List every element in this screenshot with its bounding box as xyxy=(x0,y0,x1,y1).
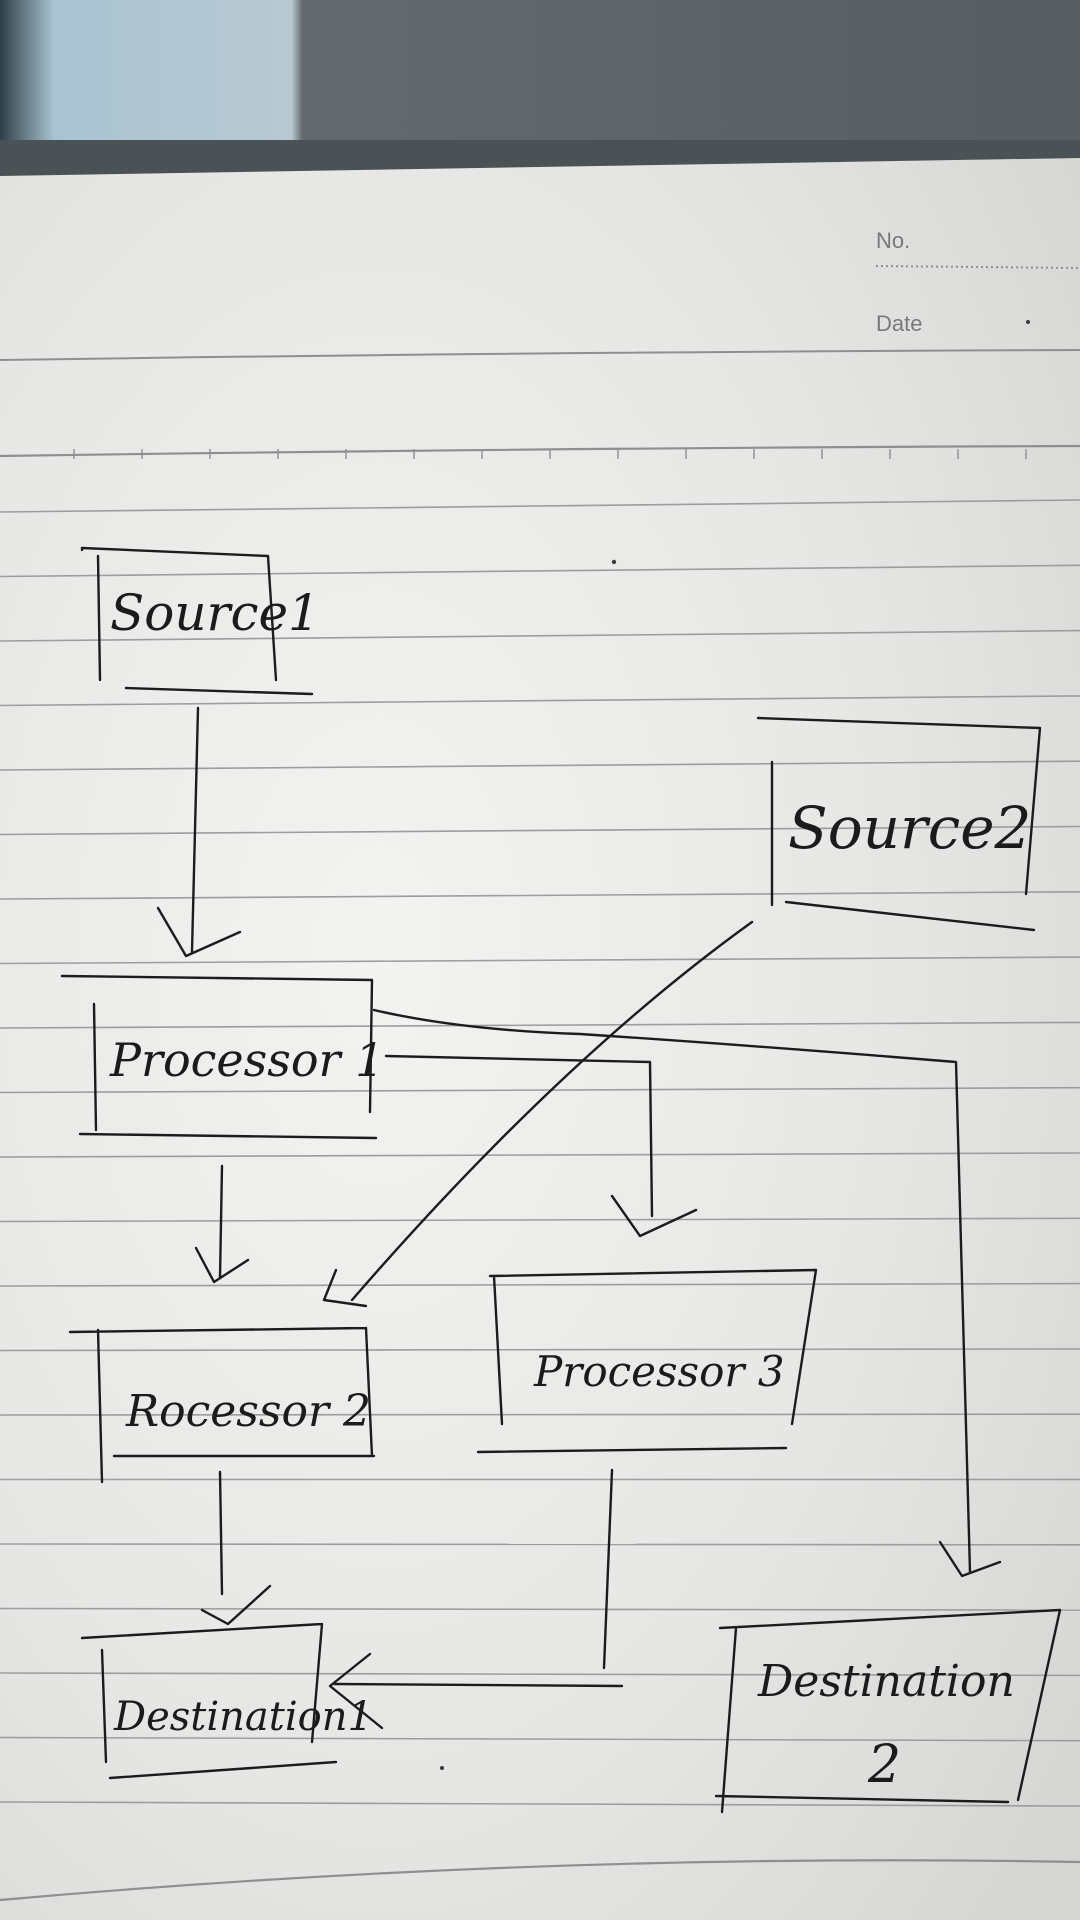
destination2-box: Destination 2 xyxy=(714,1608,1062,1814)
ruled-line xyxy=(0,1282,1080,1287)
arrowhead xyxy=(156,906,242,958)
ruled-line xyxy=(0,1217,1080,1223)
header-divider xyxy=(0,349,1080,361)
arrow-processor3-to-destination1 xyxy=(328,1468,624,1730)
no-label: No. xyxy=(876,228,910,253)
top-margin-rule xyxy=(0,444,1080,458)
ruled-line xyxy=(0,1672,1080,1677)
ruled-line xyxy=(0,1607,1080,1611)
arrow-processor1-to-processor3 xyxy=(384,1054,698,1238)
arrowhead xyxy=(328,1652,384,1730)
ruled-line xyxy=(0,1348,1080,1352)
destination2-label-line1: Destination xyxy=(757,1656,1015,1707)
ruled-line xyxy=(0,760,1080,771)
processor3-label: Processor 3 xyxy=(533,1347,785,1396)
processor1-box: Processor 1 xyxy=(60,974,384,1140)
arrowhead xyxy=(610,1194,698,1238)
arrowhead xyxy=(200,1584,272,1626)
ruled-line xyxy=(0,956,1080,965)
bottom-margin-rule xyxy=(0,1859,1080,1902)
arrow-processor1-to-destination2 xyxy=(372,1008,1002,1578)
arrow-processor1-to-processor2 xyxy=(194,1164,250,1284)
no-dotted-line xyxy=(875,265,1080,269)
ink-dot xyxy=(1026,320,1030,324)
ruled-line xyxy=(0,629,1080,642)
ruled-line xyxy=(0,1152,1080,1158)
ink-dot xyxy=(611,559,617,565)
destination2-outline xyxy=(714,1608,1062,1814)
processor1-outline xyxy=(60,974,378,1140)
processor2-outline xyxy=(68,1326,376,1484)
ruled-line xyxy=(0,1413,1080,1416)
source1-outline xyxy=(80,546,314,696)
ruled-line xyxy=(0,1736,1080,1742)
processor2-box: Rocessor 2 xyxy=(68,1326,376,1484)
date-label: Date xyxy=(876,311,922,336)
ruled-lines xyxy=(0,449,1080,1807)
ruled-line xyxy=(0,564,1080,578)
destination1-box: Destination1 xyxy=(80,1622,373,1780)
ruled-line xyxy=(0,695,1080,707)
ruled-line xyxy=(0,499,1080,513)
destination2-label-line2: 2 xyxy=(867,1735,901,1795)
ruled-line xyxy=(0,891,1080,900)
arrow-processor2-to-destination1 xyxy=(200,1470,272,1626)
ruled-line xyxy=(0,825,1080,836)
arrowhead xyxy=(938,1540,1002,1578)
processor2-label: Rocessor 2 xyxy=(125,1386,371,1437)
processor3-box: Processor 3 xyxy=(476,1268,818,1454)
arrow-source2-to-processor2 xyxy=(322,920,754,1308)
destination1-outline xyxy=(80,1622,338,1780)
ruled-line xyxy=(0,1086,1080,1094)
source2-label: Source2 xyxy=(788,794,1031,862)
source1-label: Source1 xyxy=(110,584,320,642)
processor1-label: Processor 1 xyxy=(109,1033,384,1087)
ink-dot xyxy=(440,1766,444,1770)
processor3-outline xyxy=(476,1268,818,1454)
destination1-label: Destination1 xyxy=(113,1694,373,1740)
source2-outline xyxy=(756,716,1042,932)
arrowhead xyxy=(322,1268,368,1308)
source1-box: Source1 xyxy=(80,546,320,696)
arrowhead xyxy=(194,1246,250,1284)
ruled-line xyxy=(0,1021,1080,1029)
ruled-line xyxy=(0,1801,1080,1807)
arrow-source1-to-processor1 xyxy=(156,706,242,958)
source2-box: Source2 xyxy=(756,716,1042,932)
ruled-line xyxy=(0,1543,1080,1546)
